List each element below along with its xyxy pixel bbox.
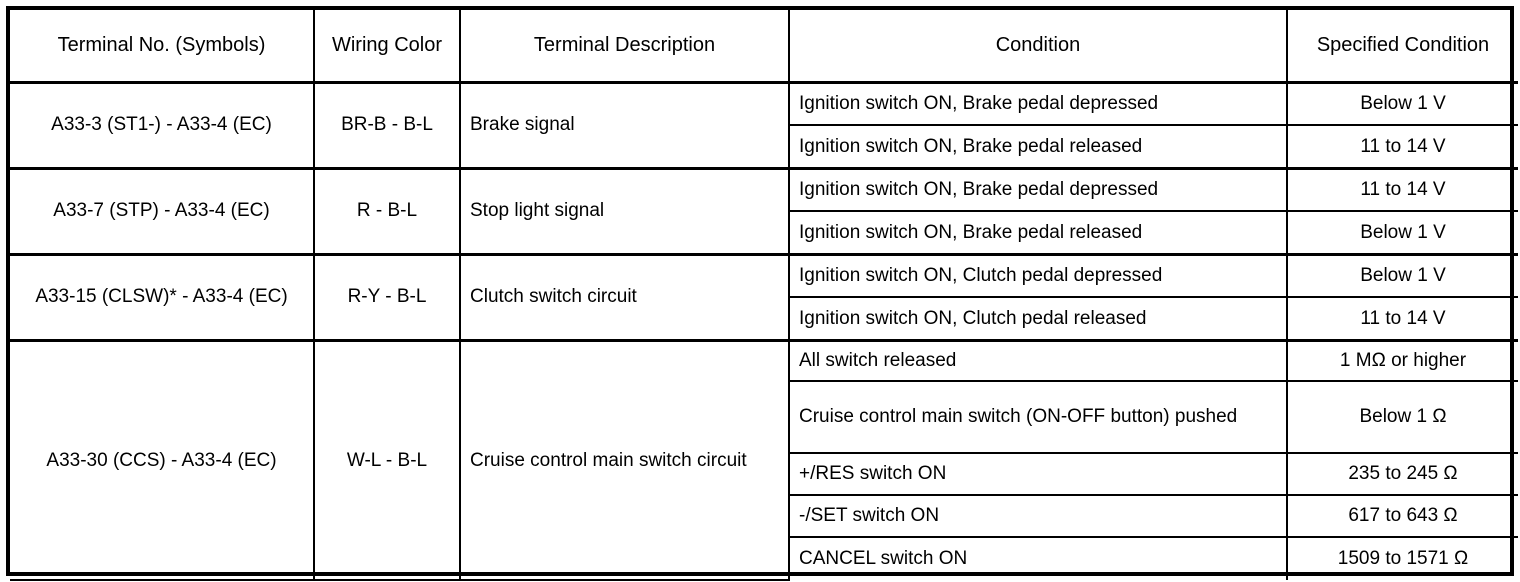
cell-condition: Cruise control main switch (ON-OFF butto… [789,380,1288,454]
cell-wiring-color: BR-B - B-L [313,80,461,169]
cell-condition: Ignition switch ON, Brake pedal released [789,124,1288,169]
cell-specified-condition: 11 to 14 V [1286,124,1518,169]
cell-condition: Ignition switch ON, Brake pedal depresse… [788,166,1288,212]
cell-condition: All switch released [788,338,1288,382]
cell-wiring-color: W-L - B-L [313,338,461,581]
cell-terminal-no: A33-15 (CLSW)* - A33-4 (EC) [10,252,315,341]
cell-condition: Ignition switch ON, Brake pedal released [789,210,1288,255]
specification-table-container: Terminal No. (Symbols) Wiring Color Term… [6,6,1518,581]
table-row: A33-30 (CCS) - A33-4 (EC) W-L - B-L Crui… [10,338,1518,581]
table-row: Ignition switch ON, Clutch pedal release… [10,296,1518,341]
cell-specified-condition: Below 1 V [1286,210,1518,255]
header-row: Terminal No. (Symbols) Wiring Color Term… [10,10,1518,83]
table-header: Terminal No. (Symbols) Wiring Color Term… [10,10,1518,83]
table-row: CANCEL switch ON 1509 to 1571 Ω [10,536,1518,580]
cell-terminal-description: Cruise control main switch circuit [459,338,790,581]
cell-specified-condition: Below 1 V [1286,80,1518,126]
cell-terminal-no: A33-7 (STP) - A33-4 (EC) [10,166,315,255]
table-row: A33-7 (STP) - A33-4 (EC) R - B-L Stop li… [10,166,1518,255]
cell-specified-condition: 1 MΩ or higher [1286,338,1518,382]
cell-specified-condition: Below 1 Ω [1286,380,1518,454]
cell-specified-condition: 11 to 14 V [1286,296,1518,341]
cell-terminal-no: A33-3 (ST1-) - A33-4 (EC) [10,80,315,169]
cell-wiring-color: R-Y - B-L [313,252,461,341]
cell-specified-condition: 1509 to 1571 Ω [1286,536,1518,580]
cell-condition: CANCEL switch ON [789,536,1288,580]
cell-terminal-description: Brake signal [459,80,790,169]
terminal-specification-table: Terminal No. (Symbols) Wiring Color Term… [10,10,1518,581]
cell-terminal-description: Clutch switch circuit [459,252,790,341]
cell-condition: Ignition switch ON, Brake pedal depresse… [788,80,1288,126]
column-header-condition: Condition [788,10,1288,83]
cell-wiring-color: R - B-L [313,166,461,255]
cell-terminal-description: Stop light signal [459,166,790,255]
cell-condition: -/SET switch ON [789,494,1288,538]
column-header-specified-condition: Specified Condition [1286,10,1518,83]
cell-condition: Ignition switch ON, Clutch pedal release… [789,296,1288,341]
table-row: +/RES switch ON 235 to 245 Ω [10,452,1518,496]
cell-specified-condition: 11 to 14 V [1286,166,1518,212]
cell-specified-condition: Below 1 V [1286,252,1518,298]
column-header-wiring-color: Wiring Color [313,10,461,83]
table-row: Ignition switch ON, Brake pedal released… [10,124,1518,169]
cell-condition: +/RES switch ON [789,452,1288,496]
table-row: A33-3 (ST1-) - A33-4 (EC) BR-B - B-L Bra… [10,80,1518,169]
table-body: A33-3 (ST1-) - A33-4 (EC) BR-B - B-L Bra… [10,80,1518,581]
cell-terminal-no: A33-30 (CCS) - A33-4 (EC) [10,338,315,581]
table-row: -/SET switch ON 617 to 643 Ω [10,494,1518,538]
table-row: Cruise control main switch (ON-OFF butto… [10,380,1518,454]
table-row: Ignition switch ON, Brake pedal released… [10,210,1518,255]
cell-specified-condition: 235 to 245 Ω [1286,452,1518,496]
column-header-terminal-description: Terminal Description [459,10,790,83]
cell-condition: Ignition switch ON, Clutch pedal depress… [788,252,1288,298]
table-row: A33-15 (CLSW)* - A33-4 (EC) R-Y - B-L Cl… [10,252,1518,341]
cell-specified-condition: 617 to 643 Ω [1286,494,1518,538]
column-header-terminal-no: Terminal No. (Symbols) [10,10,315,83]
